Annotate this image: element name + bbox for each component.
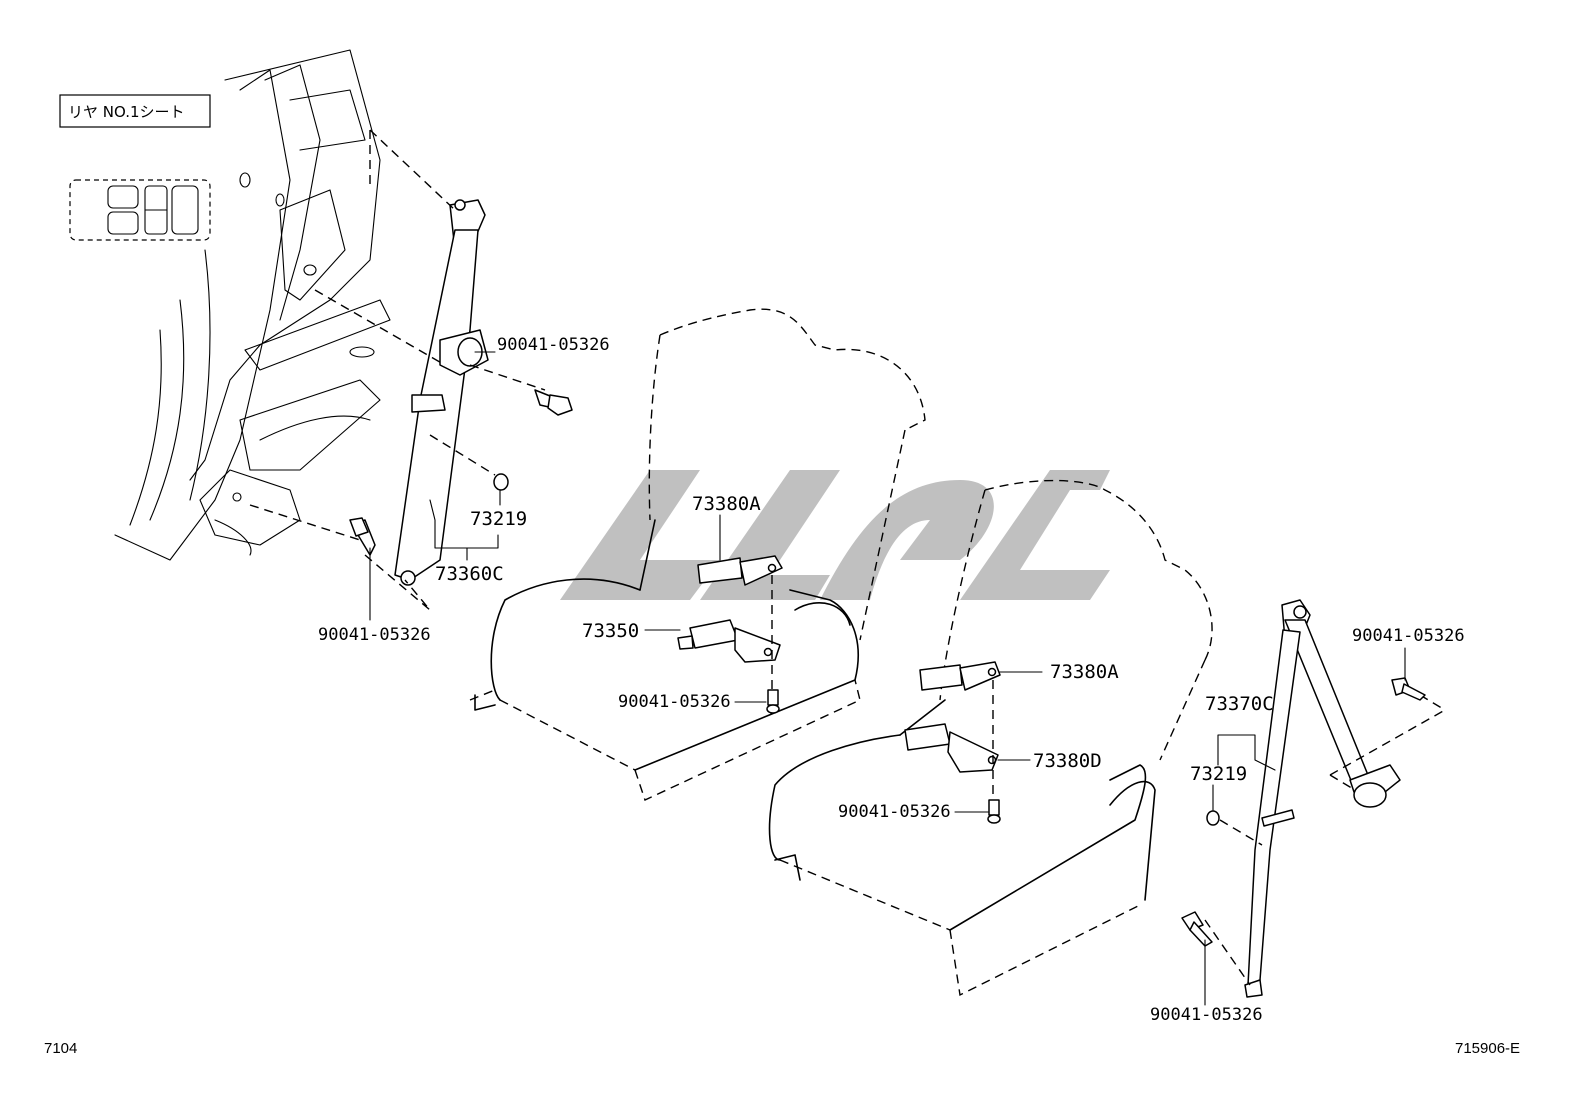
bolt-right-lower (1181, 911, 1213, 947)
seat-center (469, 308, 926, 801)
callout-bolt-rear-upper: 90041-05326 (497, 335, 610, 355)
view-label-text: リヤ NO.1シート (68, 103, 185, 121)
callout-bolt-right-lower: 90041-05326 (1150, 1005, 1263, 1025)
buckle-center-lower (677, 619, 781, 663)
callout-belt-left: 73360C (435, 563, 504, 585)
view-label-box: リヤ NO.1シート (59, 94, 211, 128)
body-panel-left (114, 49, 391, 561)
callout-buckle-right-lower: 73380D (1033, 750, 1102, 772)
leader-lines (369, 351, 1406, 1006)
bolt-lower-left (349, 517, 376, 556)
corner-id-left: 7104 (44, 1040, 77, 1057)
corner-id-right: 715906-E (1455, 1040, 1520, 1057)
callout-washer-right: 73219 (1190, 763, 1247, 785)
seat-layout-icon (69, 179, 211, 241)
seatbelt-right (1244, 599, 1401, 998)
seat-right (768, 479, 1213, 997)
callout-bolt-left-lower: 90041-05326 (318, 625, 431, 645)
callout-buckle-center-top: 73380A (692, 493, 761, 515)
bolt-center (766, 689, 780, 714)
washer-left (493, 473, 509, 491)
buckle-right-lower (904, 723, 999, 773)
callout-bolt-center: 90041-05326 (618, 692, 731, 712)
callout-buckle-right-top: 73380A (1050, 661, 1119, 683)
callout-buckle-center-lower: 73350 (582, 620, 639, 642)
bolt-right-center (987, 799, 1001, 824)
callout-belt-right: 73370C (1205, 693, 1274, 715)
callout-bolt-right-center: 90041-05326 (838, 802, 951, 822)
bolt-upper-left (534, 389, 573, 416)
callout-bolt-far-right: 90041-05326 (1352, 626, 1465, 646)
buckle-center-upper (697, 555, 783, 586)
callout-washer-left: 73219 (470, 508, 527, 530)
bolt-far-right (1391, 677, 1426, 701)
washer-right (1206, 810, 1220, 826)
buckle-right-upper (919, 661, 1001, 691)
